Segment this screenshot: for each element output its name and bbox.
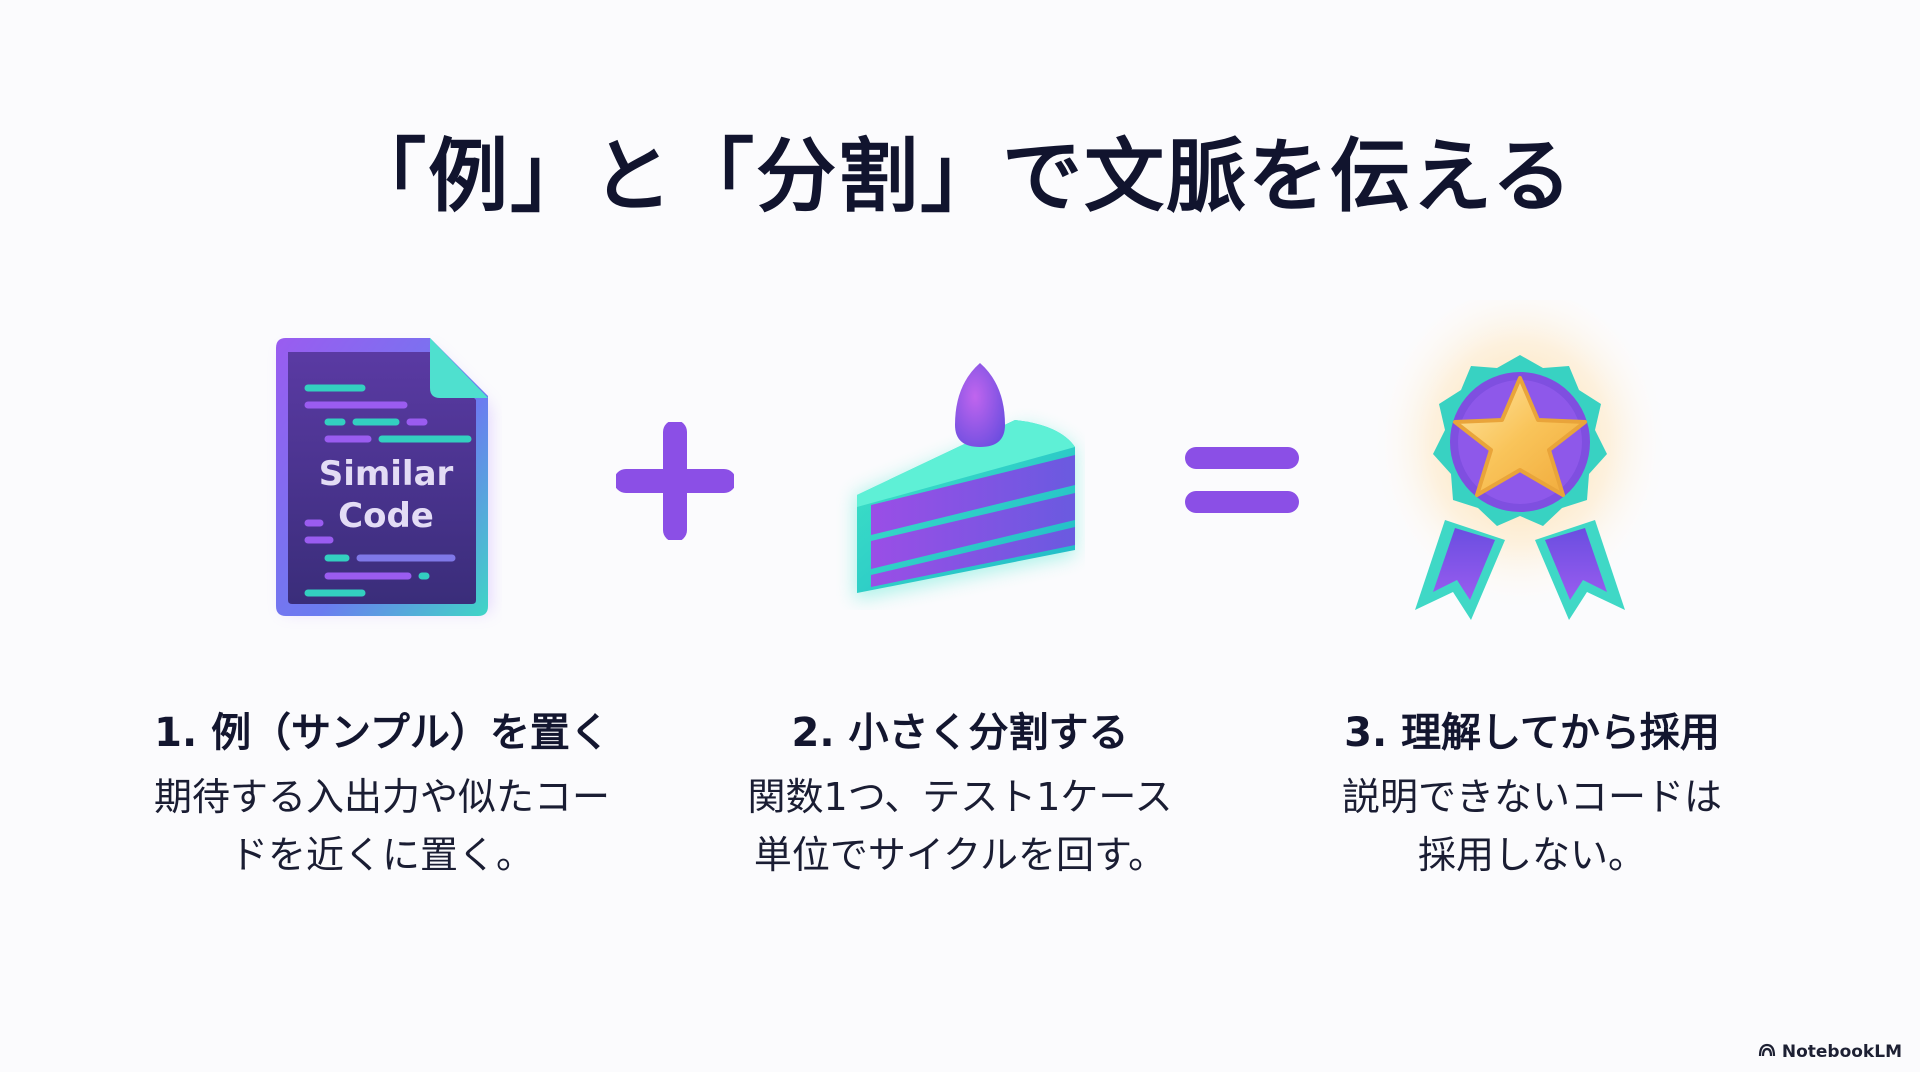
step-2-title: 2. 小さく分割する: [791, 710, 1129, 756]
document-label: Similar: [319, 454, 454, 494]
svg-text:Code: Code: [338, 496, 434, 536]
step-3-desc-line1: 説明できないコードは: [1341, 775, 1722, 819]
step-3: 3. 理解してから採用 説明できないコードは 採用しない。: [1272, 700, 1792, 884]
step-1-desc-line2: ドを近くに置く。: [229, 833, 534, 877]
award-badge-icon: [1370, 290, 1670, 640]
notebooklm-logo-icon: [1758, 1042, 1776, 1062]
slide-title: 「例」と「分割」で文脈を伝える: [346, 130, 1574, 223]
step-1: 1. 例（サンプル）を置く 期待する入出力や似たコー ドを近くに置く。: [122, 700, 642, 884]
brand-label: NotebookLM: [1781, 1042, 1902, 1062]
step-2: 2. 小さく分割する 関数1つ、テスト1ケース 単位でサイクルを回す。: [700, 700, 1220, 884]
plus-icon: [614, 420, 736, 542]
step-1-desc-line1: 期待する入出力や似たコー: [153, 775, 610, 819]
step-3-desc-line2: 採用しない。: [1417, 833, 1646, 877]
document-icon: Similar Code: [262, 330, 502, 630]
equals-icon: [1182, 440, 1302, 520]
step-1-title: 1. 例（サンプル）を置く: [154, 710, 610, 756]
step-3-title: 3. 理解してから採用: [1344, 710, 1720, 756]
step-2-desc-line1: 関数1つ、テスト1ケース: [747, 775, 1173, 819]
cake-slice-icon: [835, 355, 1085, 610]
step-2-desc-line2: 単位でサイクルを回す。: [753, 833, 1167, 877]
notebooklm-branding: NotebookLM: [1758, 1042, 1902, 1062]
